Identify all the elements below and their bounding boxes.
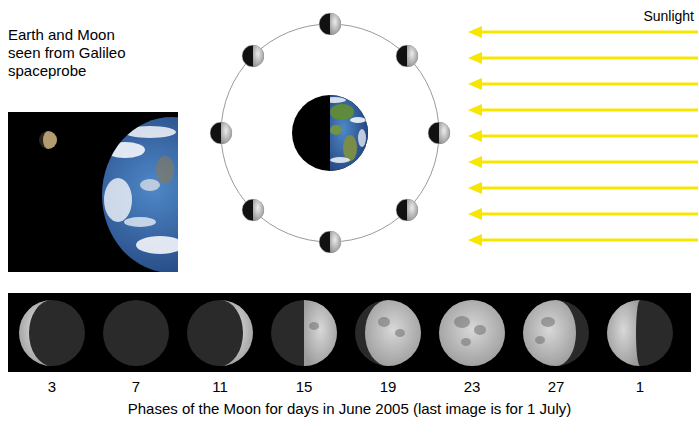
earth-clouds [104, 126, 178, 254]
label-slot: 1 [618, 378, 662, 396]
caption-slot: Phases of the Moon for days in June 2005… [0, 400, 699, 418]
day-number: 23 [450, 378, 494, 396]
moon-maria [309, 316, 555, 346]
label-slot: 7 [114, 378, 158, 396]
day-number: 27 [534, 378, 578, 396]
label-slot: 19 [366, 378, 410, 396]
label-slot: 3 [30, 378, 74, 396]
day-number: 7 [114, 378, 158, 396]
label-slot: 15 [282, 378, 326, 396]
strip-ground [8, 293, 691, 372]
sunlight-label: Sunlight [620, 8, 694, 25]
label-slot: Sunlight [620, 8, 694, 25]
day-number: 19 [366, 378, 410, 396]
moon-lit-parts [19, 300, 640, 366]
phase-strip [8, 293, 691, 372]
day-number: 11 [198, 378, 242, 396]
moon-photo [39, 131, 57, 149]
day-number: 3 [30, 378, 74, 396]
moon-photo-lit [43, 131, 57, 149]
label-slot: 23 [450, 378, 494, 396]
label-slot: 11 [198, 378, 242, 396]
earth-surface [322, 97, 366, 163]
figure-caption: Phases of the Moon for days in June 2005… [0, 400, 699, 418]
sunlight-arrows [468, 26, 698, 246]
photo-heading: Earth and Moon seen from Galileo spacepr… [8, 26, 143, 80]
earth-night-side [292, 95, 368, 171]
earth-photo [102, 117, 178, 272]
earth-day-side [330, 95, 368, 171]
label-slot: Earth and Moon seen from Galileo spacepr… [8, 26, 143, 80]
moon-orbit [221, 24, 439, 242]
galileo-photo [8, 112, 250, 273]
day-number: 15 [282, 378, 326, 396]
label-slot: 27 [534, 378, 578, 396]
day-number: 1 [618, 378, 662, 396]
orbit-diagram [210, 13, 450, 253]
moon-disks [19, 300, 673, 366]
orbit-moons [210, 13, 450, 253]
